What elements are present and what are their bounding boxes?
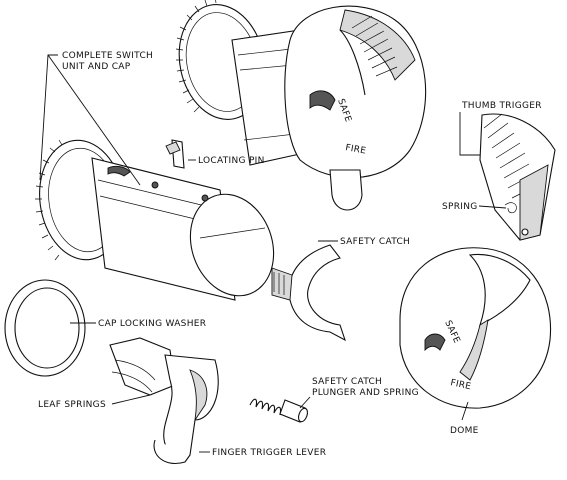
- label-thumb-trigger: THUMB TRIGGER: [461, 101, 542, 111]
- cap-locking-washer: [4, 279, 86, 377]
- dome: SAFE FIRE: [399, 247, 552, 409]
- labels: COMPLETE SWITCH UNIT AND CAP LOCATING PI…: [38, 51, 542, 458]
- plunger-and-spring: [249, 398, 309, 423]
- top-trigger-ribs: [351, 15, 398, 77]
- coil-spring: [249, 398, 282, 416]
- label-complete-switch-line2: UNIT AND CAP: [62, 62, 131, 72]
- label-cap-locking-washer: CAP LOCKING WASHER: [98, 319, 206, 329]
- thumb-trigger: [479, 113, 556, 241]
- knurl-top: [175, 0, 217, 113]
- label-dome: DOME: [450, 426, 479, 436]
- top-engraving-fire: FIRE: [344, 143, 366, 156]
- label-safety-catch: SAFETY CATCH: [340, 237, 410, 247]
- label-locating-pin: LOCATING PIN: [198, 156, 265, 166]
- switch-unit: [35, 139, 275, 301]
- label-leaf-springs: LEAF SPRINGS: [38, 400, 106, 410]
- label-complete-switch-line1: COMPLETE SWITCH: [62, 51, 153, 61]
- label-finger-trigger-lever: FINGER TRIGGER LEVER: [212, 448, 326, 458]
- label-spring: SPRING: [442, 202, 478, 212]
- label-plunger-line2: PLUNGER AND SPRING: [312, 388, 419, 398]
- finger-trigger-lever: [109, 337, 219, 464]
- assembled-switch-top: SAFE FIRE: [175, 0, 427, 211]
- label-plunger-line1: SAFETY CATCH: [312, 377, 382, 387]
- locating-pin: [165, 139, 185, 169]
- leader-lines: [39, 54, 507, 453]
- safety-catch: [271, 244, 346, 342]
- dome-engraving-fire: FIRE: [449, 378, 472, 392]
- knurl-mid: [35, 139, 63, 261]
